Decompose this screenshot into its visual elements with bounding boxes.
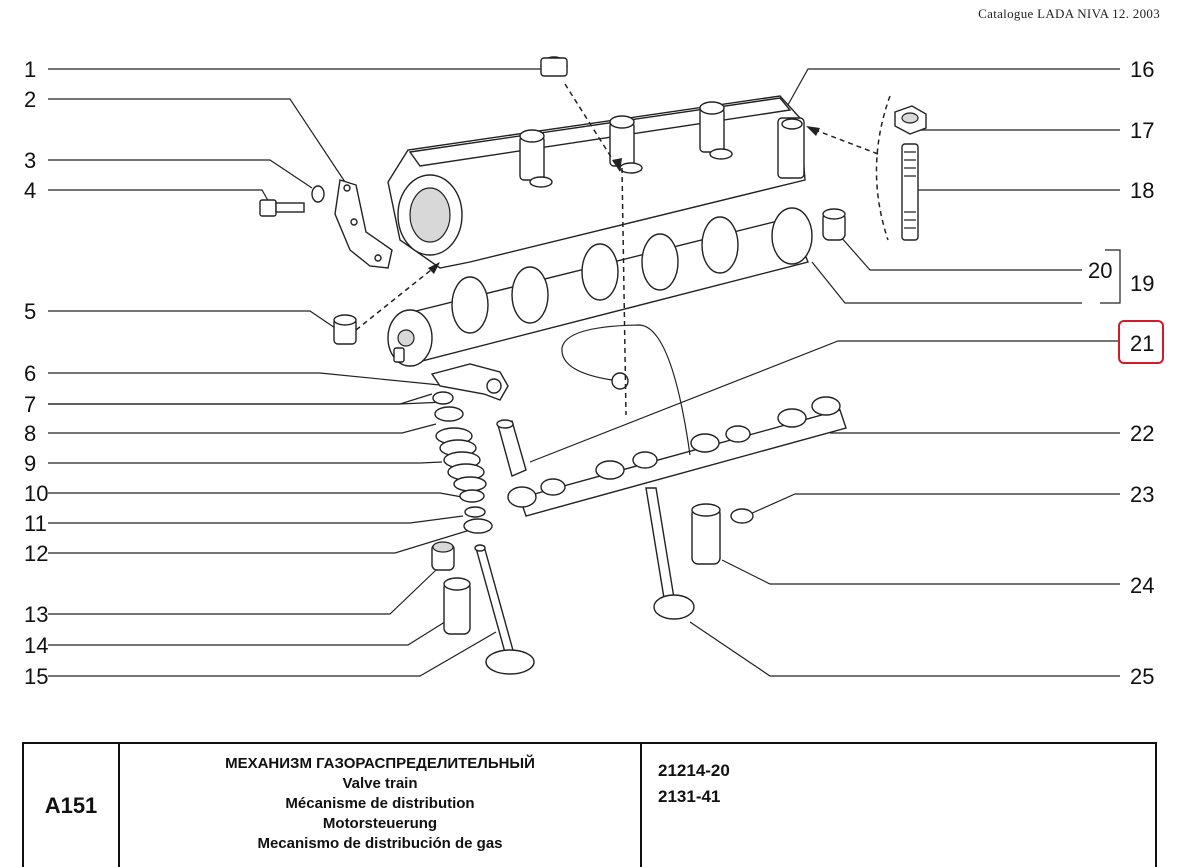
exhaust-valve-group xyxy=(645,487,754,620)
callout-numbers-right: 16 17 18 20 19 21 22 23 24 25 xyxy=(1088,57,1154,689)
callout-12: 12 xyxy=(24,541,48,566)
model-codes: 21214-20 2131-41 xyxy=(642,744,1155,867)
callout-20: 20 xyxy=(1088,258,1112,283)
title-fr: Mécanisme de distribution xyxy=(285,795,475,812)
leader-lines-left xyxy=(48,68,548,677)
exploded-parts-diagram: 1 2 3 4 5 6 7 8 9 10 11 12 13 14 15 16 1… xyxy=(24,56,1154,689)
callout-25: 25 xyxy=(1130,664,1154,689)
catalogue-header: Catalogue LADA NIVA 12. 2003 xyxy=(978,6,1160,21)
callout-21: 21 xyxy=(1130,331,1154,356)
oil-pipe-assembly xyxy=(507,324,847,517)
callout-5: 5 xyxy=(24,299,36,324)
camshaft-housing xyxy=(387,56,806,269)
model-code-1: 21214-20 xyxy=(658,761,730,780)
valve-spring-assembly xyxy=(432,391,493,534)
title-descriptions: МЕХАНИЗМ ГАЗОРАСПРЕДЕЛИТЕЛЬНЫЙ Valve tra… xyxy=(120,744,642,867)
page-code: A151 xyxy=(24,744,120,867)
rocker-arm xyxy=(430,363,509,401)
callout-13: 13 xyxy=(24,602,48,627)
title-es: Mecanismo de distribución de gas xyxy=(257,835,503,852)
nut-stud xyxy=(894,105,927,241)
callout-18: 18 xyxy=(1130,178,1154,203)
title-en: Valve train xyxy=(342,775,418,792)
callout-3: 3 xyxy=(24,148,36,173)
callout-19: 19 xyxy=(1130,271,1154,296)
bolt-washer xyxy=(259,185,325,217)
callout-4: 4 xyxy=(24,178,36,203)
callout-24: 24 xyxy=(1130,573,1154,598)
callout-10: 10 xyxy=(24,481,48,506)
callout-6: 6 xyxy=(24,361,36,386)
hydraulic-tappet xyxy=(496,419,527,477)
gasket-plate xyxy=(334,179,393,269)
leader-lines-right xyxy=(529,68,1121,677)
callout-23: 23 xyxy=(1130,482,1154,507)
callout-14: 14 xyxy=(24,633,48,658)
camshaft xyxy=(387,207,813,367)
assembly-arrows xyxy=(355,83,891,416)
callout-numbers-left: 1 2 3 4 5 6 7 8 9 10 11 12 13 14 15 xyxy=(24,57,48,689)
callout-8: 8 xyxy=(24,421,36,446)
highlight-box-callout-21 xyxy=(1118,320,1164,364)
callout-11: 11 xyxy=(24,511,47,536)
inlet-valve-group xyxy=(431,541,535,675)
model-code-2: 2131-41 xyxy=(658,787,721,806)
title-de: Motorsteuerung xyxy=(322,815,438,832)
callout-22: 22 xyxy=(1130,421,1154,446)
camshaft-plug xyxy=(822,208,846,241)
title-block: A151 МЕХАНИЗМ ГАЗОРАСПРЕДЕЛИТЕЛЬНЫЙ Valv… xyxy=(22,742,1157,867)
title-ru: МЕХАНИЗМ ГАЗОРАСПРЕДЕЛИТЕЛЬНЫЙ xyxy=(225,755,535,772)
callout-15: 15 xyxy=(24,664,48,689)
bushing xyxy=(333,314,357,345)
callout-9: 9 xyxy=(24,451,36,476)
callout-2: 2 xyxy=(24,87,36,112)
callout-7: 7 xyxy=(24,392,36,417)
callout-1: 1 xyxy=(24,57,36,82)
callout-17: 17 xyxy=(1130,118,1154,143)
callout-16: 16 xyxy=(1130,57,1154,82)
